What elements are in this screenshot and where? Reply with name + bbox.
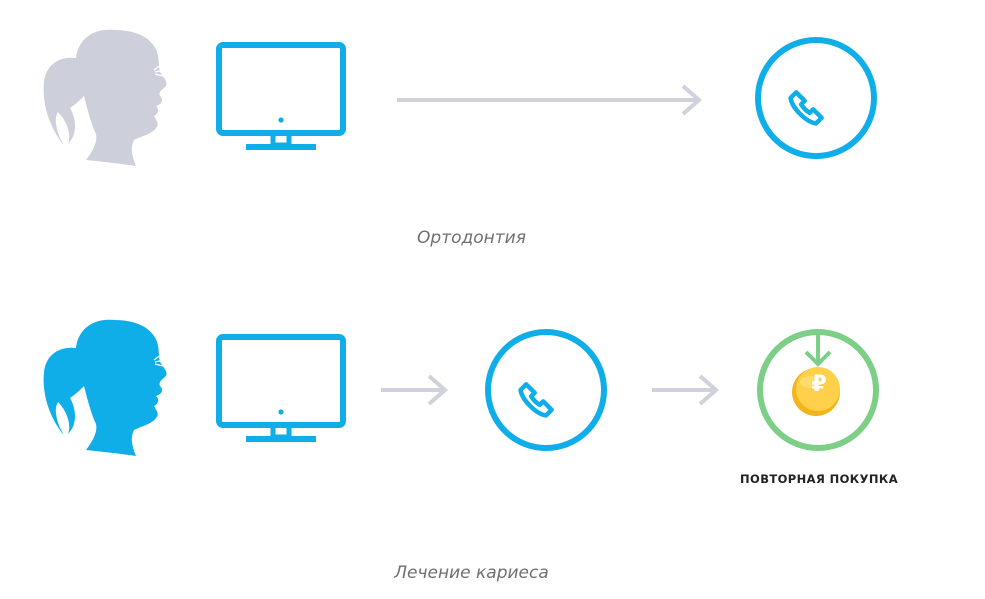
row-orthodontics: Ортодонтия [0, 0, 985, 270]
row-caption: Лечение кариеса [394, 563, 549, 583]
phone-icon [755, 37, 877, 159]
woman-silhouette-icon [43, 29, 167, 167]
monitor-icon [216, 334, 346, 442]
woman-silhouette-icon [43, 319, 167, 456]
arrow-icon [381, 374, 449, 406]
coin-circle-icon [757, 329, 879, 451]
monitor-icon [216, 42, 346, 150]
ruble-symbol: ₽ [811, 372, 827, 397]
repeat-purchase-label: ПОВТОРНАЯ ПОКУПКА [740, 472, 898, 486]
arrow-icon [397, 84, 703, 116]
row-caption: Ортодонтия [417, 228, 526, 248]
phone-icon [485, 329, 607, 451]
arrow-icon [652, 374, 720, 406]
